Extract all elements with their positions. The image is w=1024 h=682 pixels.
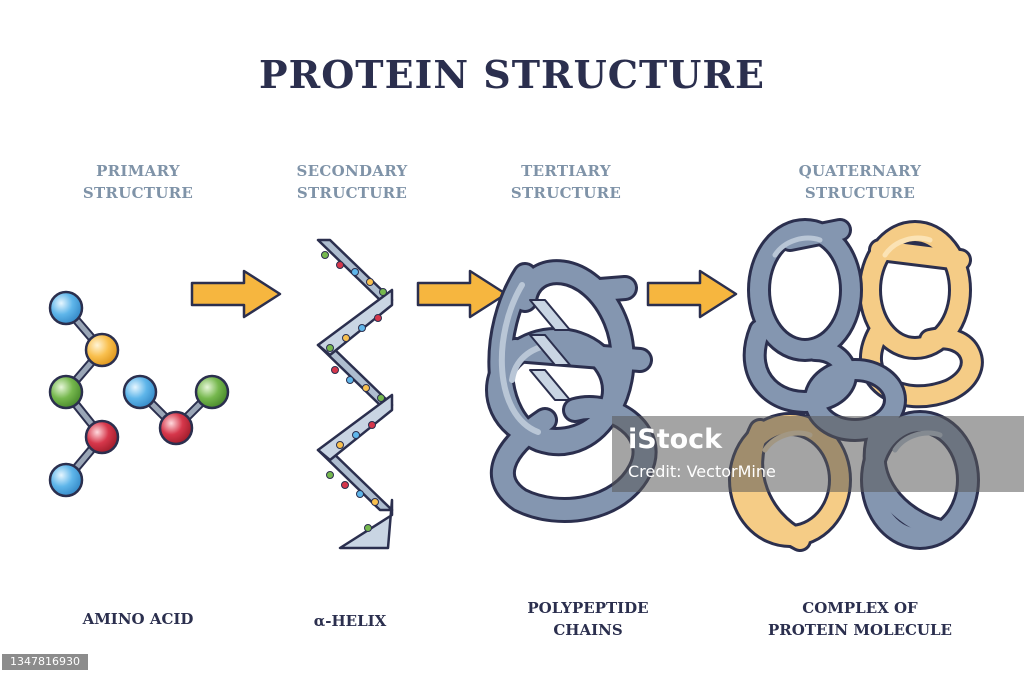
watermark-brand: iStock: [628, 424, 723, 455]
helix-residue-dot: [366, 278, 374, 286]
helix-residue-dot: [321, 251, 329, 259]
helix-residue-dot: [342, 334, 350, 342]
secondary-structure-heading: SECONDARY STRUCTURE: [262, 160, 442, 204]
alpha-helix: [316, 238, 394, 550]
amino-acid-ball-green: [194, 374, 230, 410]
caption-line: CHAINS: [553, 621, 623, 639]
helix-residue-dot: [346, 376, 354, 384]
helix-residue-dot: [336, 441, 344, 449]
helix-residue-dot: [362, 384, 370, 392]
alpha-helix-caption: α-HELIX: [240, 610, 460, 632]
watermark-banner: iStock Credit: VectorMine: [612, 416, 1024, 492]
amino-acid-ball-blue: [48, 462, 84, 498]
helix-residue-dot: [351, 268, 359, 276]
heading-line: STRUCTURE: [296, 184, 408, 202]
caption-line: AMINO ACID: [82, 610, 194, 628]
amino-acid-ball-green: [48, 374, 84, 410]
heading-line: TERTIARY: [521, 162, 611, 180]
amino-acid-ball-orange: [84, 332, 120, 368]
heading-line: SECONDARY: [296, 162, 408, 180]
tertiary-structure-heading: TERTIARY STRUCTURE: [476, 160, 656, 204]
heading-line: PRIMARY: [96, 162, 180, 180]
heading-line: STRUCTURE: [804, 184, 916, 202]
helix-residue-dot: [341, 481, 349, 489]
helix-residue-dot: [336, 261, 344, 269]
helix-residue-dot: [358, 324, 366, 332]
caption-line: α-HELIX: [313, 612, 387, 630]
helix-residue-dot: [331, 366, 339, 374]
helix-residue-dot: [352, 431, 360, 439]
heading-line: STRUCTURE: [82, 184, 194, 202]
amino-acid-ball-blue: [48, 290, 84, 326]
helix-residue-dot: [326, 471, 334, 479]
protein-complex-caption: COMPLEX OF PROTEIN MOLECULE: [750, 597, 970, 641]
arrow-icon: [190, 269, 282, 319]
helix-residue-dot: [356, 490, 364, 498]
helix-residue-dot: [368, 421, 376, 429]
page-title: PROTEIN STRUCTURE: [259, 52, 765, 97]
amino-acid-ball-red: [158, 410, 194, 446]
helix-residue-dot: [374, 314, 382, 322]
amino-acid-caption: AMINO ACID: [28, 608, 248, 630]
helix-residue-dot: [364, 524, 372, 532]
caption-line: POLYPEPTIDE: [527, 599, 649, 617]
arrow-icon: [416, 269, 508, 319]
caption-line: PROTEIN MOLECULE: [767, 621, 952, 639]
helix-residue-dot: [371, 498, 379, 506]
watermark-credit: Credit: VectorMine: [628, 462, 776, 481]
helix-residue-dot: [377, 394, 385, 402]
amino-acid-ball-red: [84, 419, 120, 455]
polypeptide-chains-caption: POLYPEPTIDE CHAINS: [478, 597, 698, 641]
stock-image-id: 1347816930: [2, 654, 88, 670]
primary-structure-heading: PRIMARY STRUCTURE: [48, 160, 228, 204]
amino-acid-ball-blue: [122, 374, 158, 410]
protein-complex: [728, 218, 984, 552]
polypeptide-fold: [485, 259, 658, 523]
quaternary-structure-heading: QUATERNARY STRUCTURE: [770, 160, 950, 204]
arrow-icon: [646, 269, 738, 319]
helix-residue-dot: [326, 344, 334, 352]
amino-acid-chain: [48, 290, 230, 498]
heading-line: STRUCTURE: [510, 184, 622, 202]
heading-line: QUATERNARY: [798, 162, 922, 180]
caption-line: COMPLEX OF: [802, 599, 918, 617]
helix-residue-dot: [379, 288, 387, 296]
